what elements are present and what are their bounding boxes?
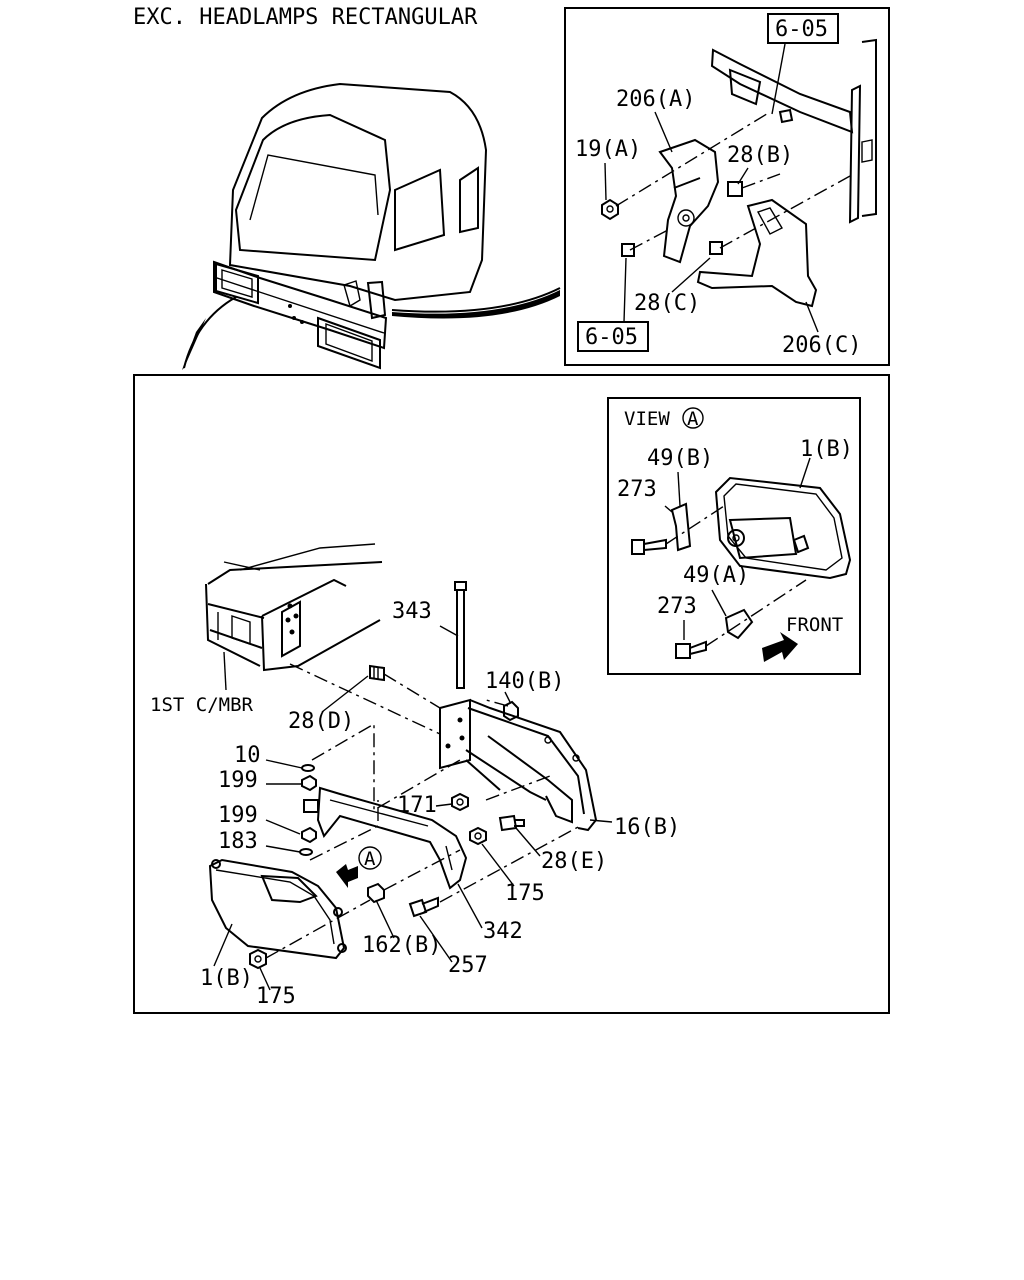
main-exploded-artwork [205, 543, 613, 991]
label-1b: 1(B) [200, 966, 253, 991]
label-view-273-bottom: 273 [657, 594, 697, 619]
label-199-top: 199 [218, 768, 258, 793]
view-a-artwork [631, 457, 852, 662]
label-199-bottom: 199 [218, 803, 258, 828]
label-view-273-top: 273 [617, 477, 657, 502]
label-28b: 28(B) [727, 143, 793, 168]
ref-6-05-top[interactable]: 6-05 [775, 17, 828, 42]
leader-sweep-left-fill [182, 318, 206, 370]
view-a-title: VIEW [624, 408, 670, 430]
label-19a: 19(A) [575, 137, 641, 162]
leader-sweep-left [183, 296, 237, 369]
label-343: 343 [392, 599, 432, 624]
diagram-title: EXC. HEADLAMPS RECTANGULAR [133, 5, 478, 30]
label-28e: 28(E) [541, 849, 607, 874]
label-view-1b: 1(B) [800, 437, 853, 462]
label-206c: 206(C) [782, 333, 861, 358]
label-175-upper: 175 [505, 881, 545, 906]
label-49b: 49(B) [647, 446, 713, 471]
view-a-circle-letter: A [687, 408, 699, 430]
label-10: 10 [234, 743, 261, 768]
ref-box-6-05-top [767, 13, 839, 44]
label-206a: 206(A) [616, 87, 695, 112]
ref-6-05-bottom[interactable]: 6-05 [585, 325, 638, 350]
label-49a: 49(A) [683, 563, 749, 588]
leader-sweep-right-fill [392, 290, 560, 319]
view-a-circle [682, 407, 704, 429]
label-28c: 28(C) [634, 291, 700, 316]
label-direction-a: A [364, 848, 376, 870]
ref-box-6-05-bottom [577, 321, 649, 352]
label-16b: 16(B) [614, 815, 680, 840]
label-140b: 140(B) [485, 669, 564, 694]
label-257: 257 [448, 953, 488, 978]
label-183: 183 [218, 829, 258, 854]
leader-sweep-right [391, 287, 561, 313]
inset-top-frame [564, 7, 890, 366]
view-a-frame [607, 397, 861, 675]
label-171: 171 [397, 793, 437, 818]
main-frame [133, 374, 890, 1014]
label-342: 342 [483, 919, 523, 944]
label-162b: 162(B) [362, 933, 441, 958]
label-175-bottom: 175 [256, 984, 296, 1009]
label-1st-cmbr: 1ST C/MBR [150, 694, 254, 716]
label-front: FRONT [786, 614, 843, 636]
cab-overview-illustration [213, 82, 488, 370]
inset-top-artwork [601, 38, 877, 333]
label-28d: 28(D) [288, 709, 354, 734]
